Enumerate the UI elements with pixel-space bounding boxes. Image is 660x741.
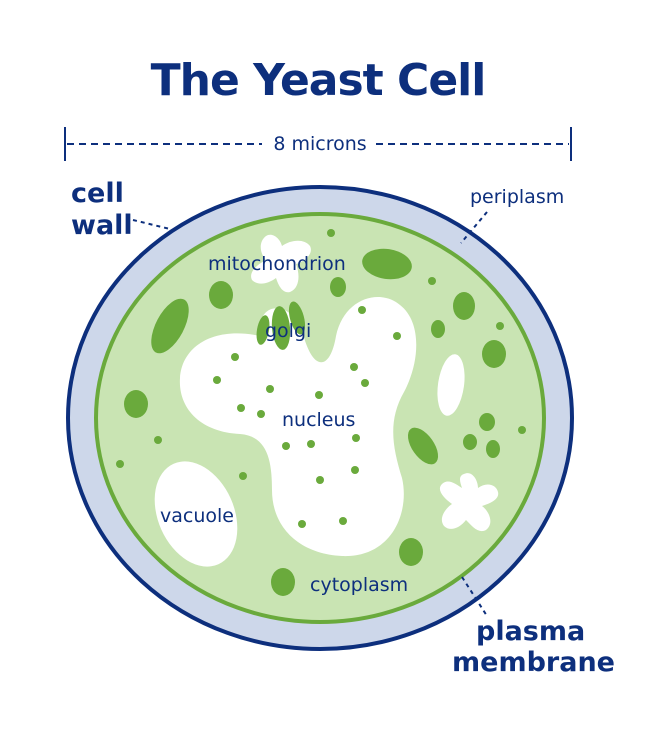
nucleus [179,297,417,557]
small-vacuole [437,354,465,416]
scale-label: 8 microns [273,133,366,155]
diagram-title: The Yeast Cell [151,55,486,106]
vacuole-label: vacuole [160,505,234,527]
cell-wall-leader [132,219,171,230]
mitochondrion-label: mitochondrion [208,253,346,275]
plasma-membrane-label-line1: plasma [476,616,585,647]
periplasm-leader [460,211,488,244]
golgi [256,301,306,350]
white-star-organelle-top [251,234,311,293]
golgi-label: golgi [265,320,311,342]
white-star-organelle-right [439,473,499,532]
nucleus-label: nucleus [282,409,355,431]
cytoplasm-label: cytoplasm [310,574,408,596]
mitochondria [124,248,506,596]
vacuole [154,461,238,567]
cell-wall-label-line2: wall [71,210,133,241]
ribosome-dots [116,229,526,528]
scale-bar [64,127,572,161]
cell-wall-label-line1: cell [71,178,124,209]
plasma-membrane-label-line2: membrane [452,647,615,678]
periplasm-label: periplasm [470,186,564,208]
